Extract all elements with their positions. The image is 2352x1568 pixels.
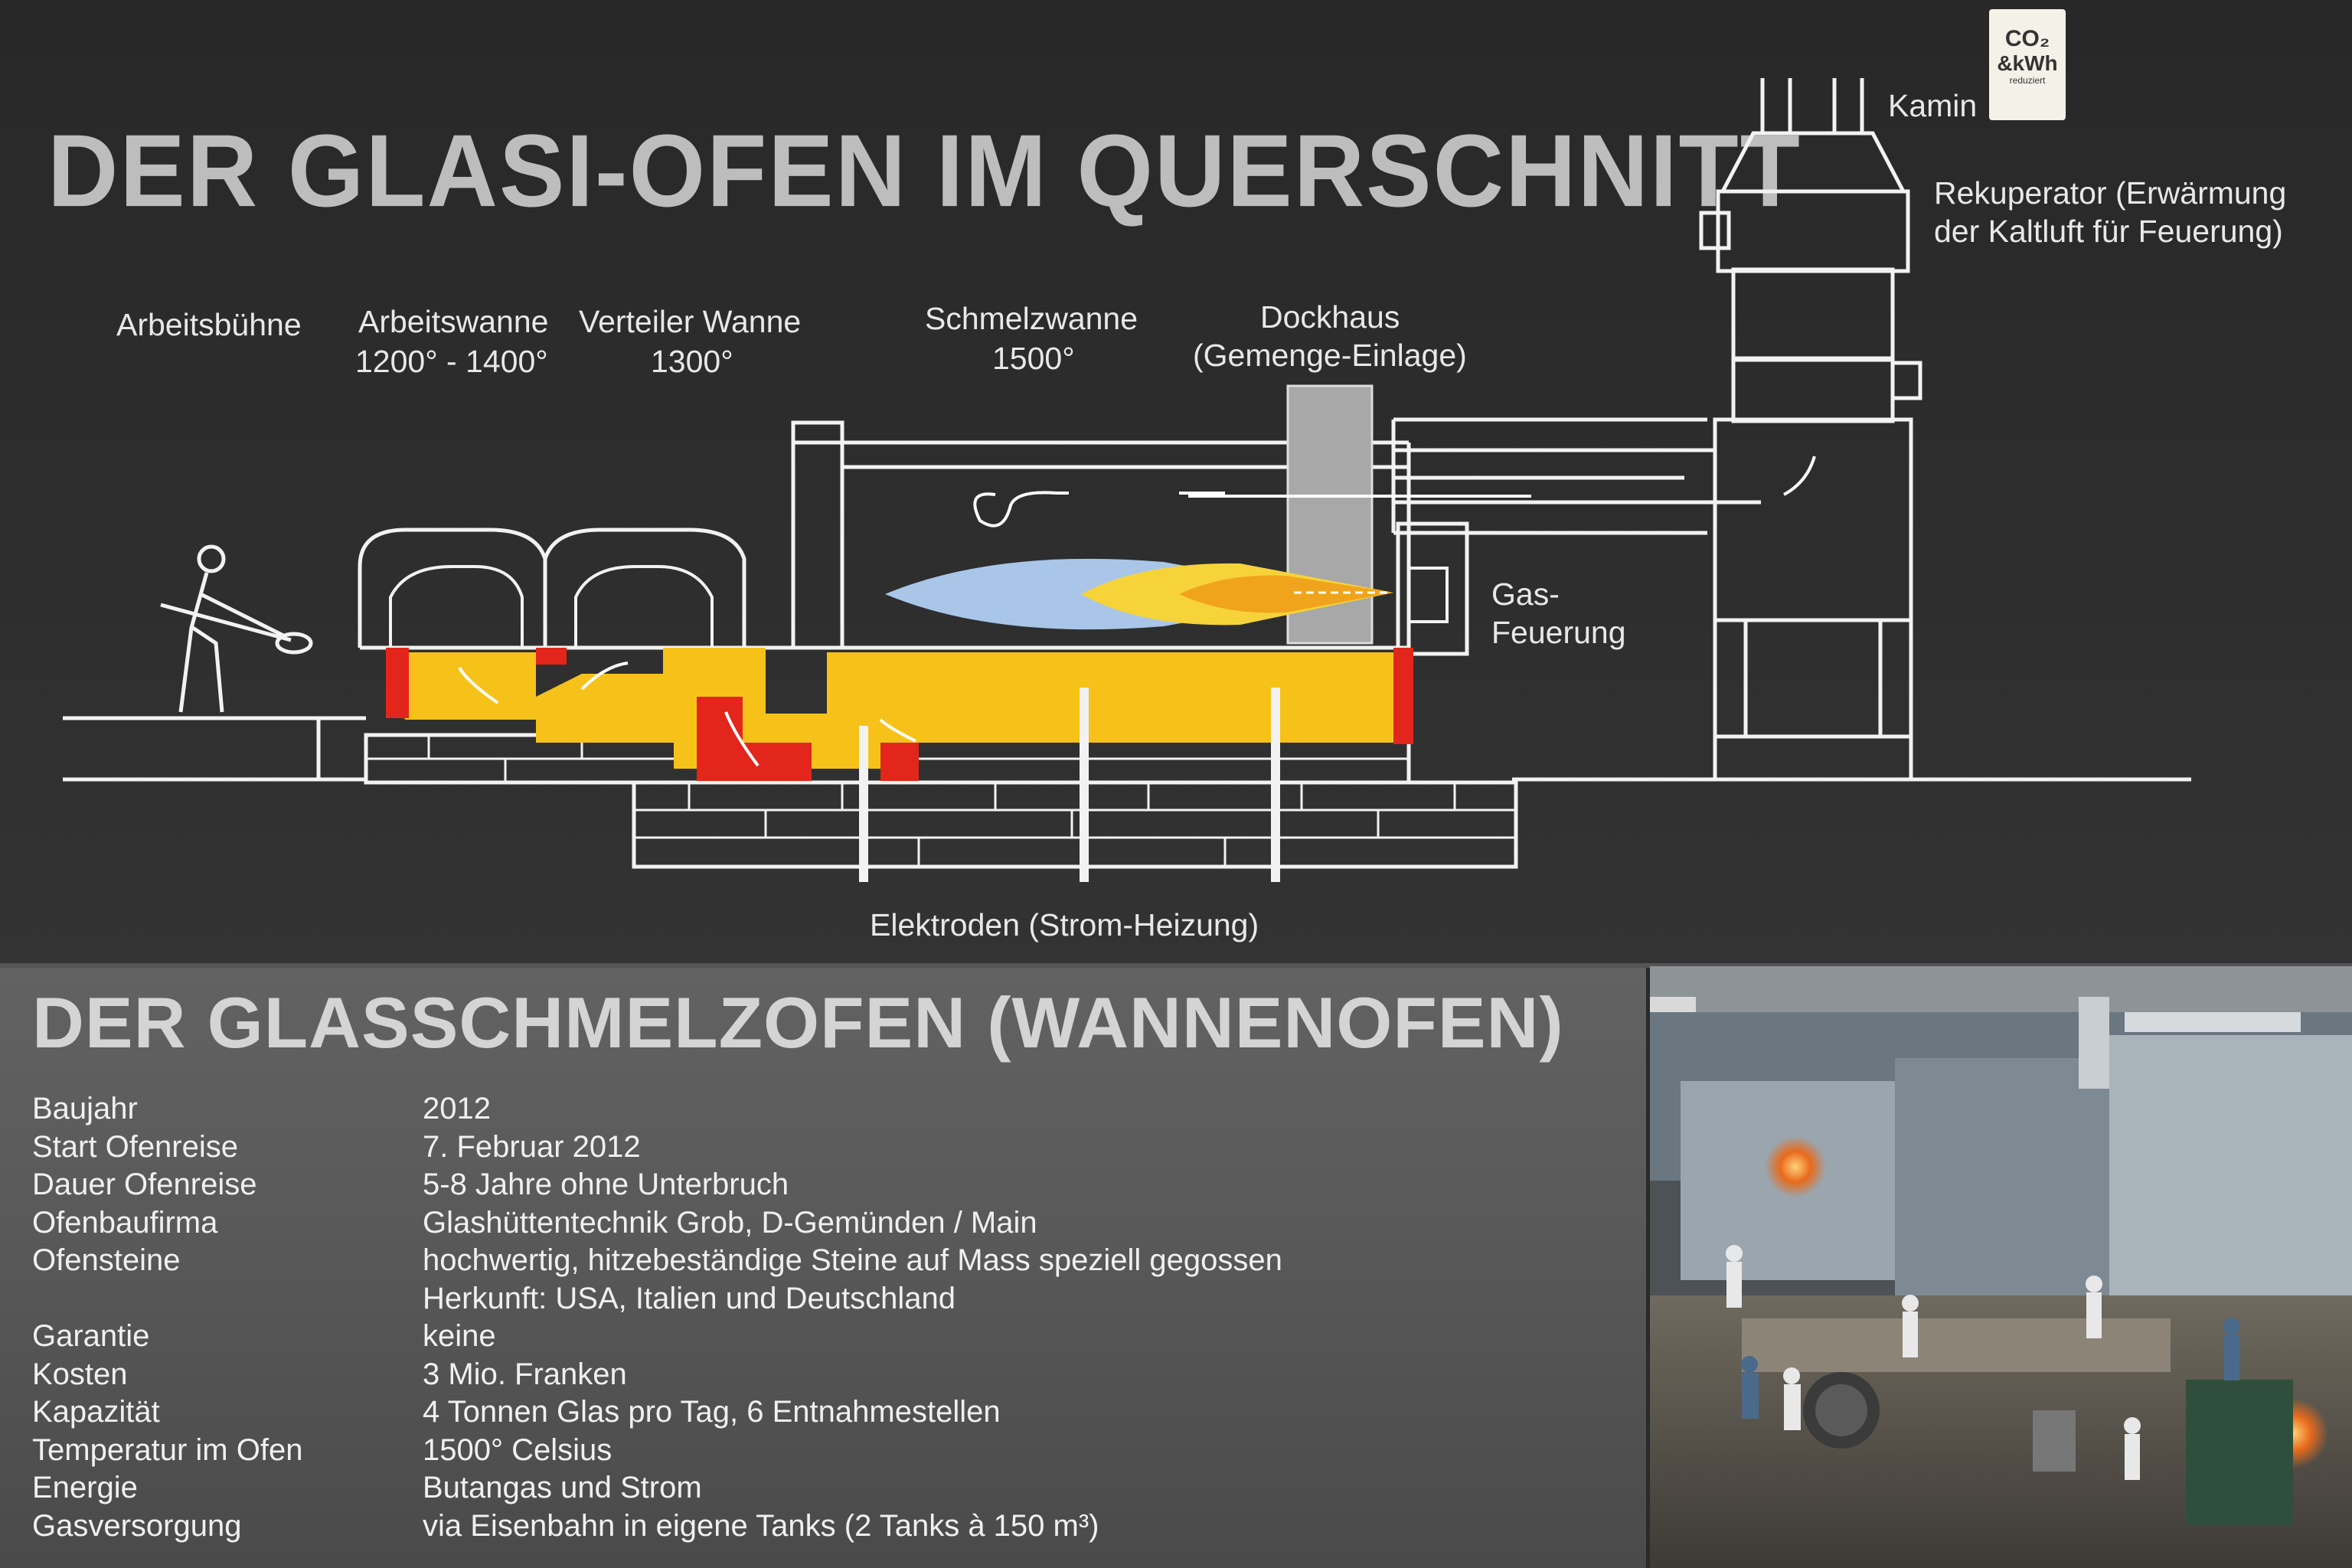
electrode-3	[1271, 688, 1280, 882]
chimney-hood	[1719, 131, 1907, 194]
badge-line-1: CO₂	[2004, 26, 2050, 51]
label-schmelzwanne-temp: 1500°	[992, 341, 1075, 376]
main-title: DER GLASI-OFEN IM QUERSCHNITT	[47, 113, 1802, 229]
arch-verteiler	[543, 528, 746, 648]
melt-flow-1	[879, 718, 916, 743]
label-arbeitswanne-temp: 1200° - 1400°	[355, 344, 548, 379]
specs-panel	[0, 966, 1646, 1568]
label-verteiler-temp: 1300°	[651, 344, 733, 379]
foundation-block	[632, 780, 1518, 869]
badge-line-3: reduziert	[2009, 75, 2046, 86]
label-rekuperator-1: Rekuperator (Erwärmung	[1934, 175, 2287, 211]
front-wall	[791, 420, 844, 650]
refractory-b	[536, 648, 567, 665]
melt-flow-4	[458, 666, 499, 704]
label-arbeitswanne: Arbeitswanne	[358, 304, 549, 339]
cross-section-panel	[0, 0, 2352, 966]
furnace-diagram	[63, 78, 2191, 882]
melt-flow-2	[724, 711, 760, 767]
label-arbeitsbuehne: Arbeitsbühne	[116, 307, 302, 342]
label-rekuperator-2: der Kaltluft für Feuerung)	[1934, 214, 2283, 249]
flame-orange	[1179, 575, 1393, 613]
label-dockhaus: Dockhaus	[1260, 299, 1400, 335]
arch-arbeitswanne	[358, 528, 547, 648]
burner-block	[1396, 521, 1469, 656]
recuperator-box	[1716, 189, 1910, 273]
label-gas-1: Gas-	[1491, 577, 1560, 612]
panel-divider	[0, 963, 2352, 968]
flow-arrow-3	[1783, 456, 1816, 496]
refractory-a	[386, 648, 409, 718]
label-kamin: Kamin	[1888, 88, 1978, 123]
label-elektroden: Elektroden (Strom-Heizung)	[870, 907, 1259, 942]
refractory-d	[743, 743, 812, 781]
label-gas-2: Feuerung	[1491, 615, 1626, 650]
refractory-c	[697, 697, 743, 781]
electrode-1	[859, 726, 868, 882]
label-schmelzwanne: Schmelzwanne	[925, 301, 1138, 336]
table-row: Herkunft: USA, Italien und Deutschland	[423, 1281, 956, 1315]
label-verteiler: Verteiler Wanne	[579, 304, 802, 339]
flow-swirl	[973, 491, 1069, 528]
badge-line-2: &kWh	[1997, 51, 2058, 75]
factory-photo	[1650, 966, 2352, 1568]
refractory-f	[1393, 648, 1413, 744]
arch-inner-b	[574, 565, 714, 648]
refractory-e	[880, 743, 919, 781]
co2-badge: CO₂ &kWh reduziert	[1989, 9, 2066, 120]
glass-melt	[386, 648, 1393, 769]
worker-figure	[160, 544, 313, 713]
tower-mid	[1731, 356, 1895, 423]
specs-title: DER GLASSCHMELZOFEN (WANNENOFEN)	[32, 982, 1564, 1063]
tower-upper	[1731, 267, 1895, 362]
label-dockhaus-sub: (Gemenge-Einlage)	[1193, 338, 1467, 373]
melt-flow-3	[580, 662, 629, 691]
arch-inner-a	[389, 565, 524, 648]
electrode-2	[1080, 688, 1089, 882]
